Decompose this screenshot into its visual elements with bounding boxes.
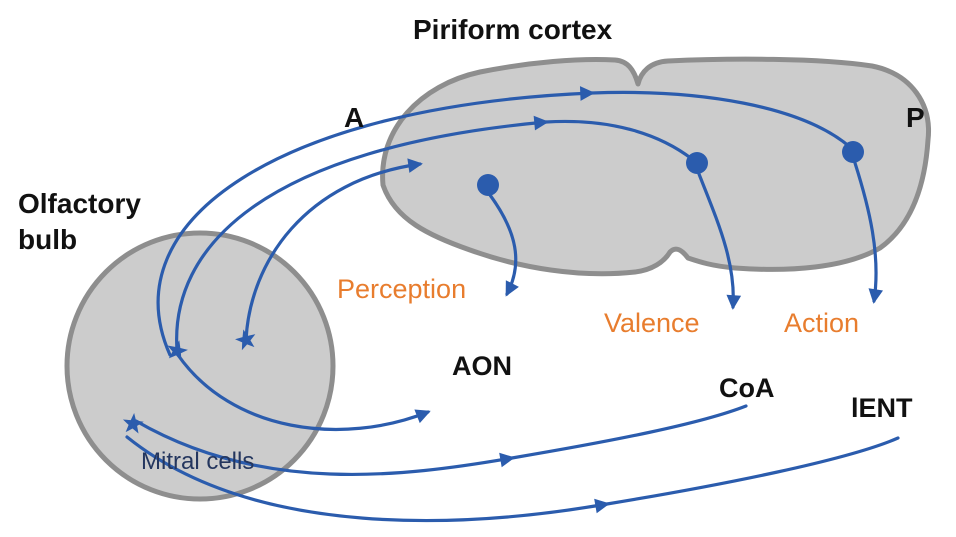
action-label: Action — [784, 308, 860, 338]
aon-label: AON — [452, 351, 512, 381]
posterior-label: P — [906, 102, 925, 133]
axon-bulb-to-lent-1 — [125, 435, 610, 523]
axon-soma-to-coa — [697, 172, 742, 310]
valence-label: Valence — [604, 308, 700, 338]
piriform-soma-posterior — [842, 141, 864, 163]
olfactory-bulb-label: Olfactory bulb — [18, 188, 141, 256]
piriform-soma-middle — [686, 152, 708, 174]
axon-bulb-to-anterior-soma — [244, 158, 423, 342]
lent-label: lENT — [851, 393, 913, 423]
piriform-soma-anterior — [477, 174, 499, 196]
axon-bulb-to-coa-1 — [134, 419, 515, 477]
axon-bulb-to-lent-2 — [605, 436, 900, 506]
axon-bulb-to-posterior-soma-1 — [156, 86, 595, 357]
mitral-cells-label: Mitral cells — [141, 448, 255, 475]
perception-label: Perception — [337, 274, 467, 304]
axon-soma-to-aon — [488, 193, 519, 297]
piriform-cortex-region — [380, 56, 931, 277]
axon-soma-to-lent — [853, 161, 884, 304]
axon-bulb-to-middle-soma-2 — [544, 119, 694, 161]
mitral-cell-star-icon — [235, 329, 256, 351]
mitral-cell-star-icon — [122, 413, 144, 434]
axon-bulb-to-middle-soma-1 — [175, 115, 549, 352]
axon-bulb-to-aon — [176, 353, 431, 432]
axon-bulb-to-posterior-soma-2 — [590, 90, 852, 149]
anterior-label: A — [344, 102, 365, 133]
mitral-cell-star-icon — [167, 340, 188, 362]
coa-label: CoA — [719, 373, 775, 403]
olfactory-bulb-region — [64, 230, 336, 502]
piriform-cortex-label: Piriform cortex — [413, 14, 613, 45]
axon-bulb-to-coa-2 — [510, 404, 748, 460]
